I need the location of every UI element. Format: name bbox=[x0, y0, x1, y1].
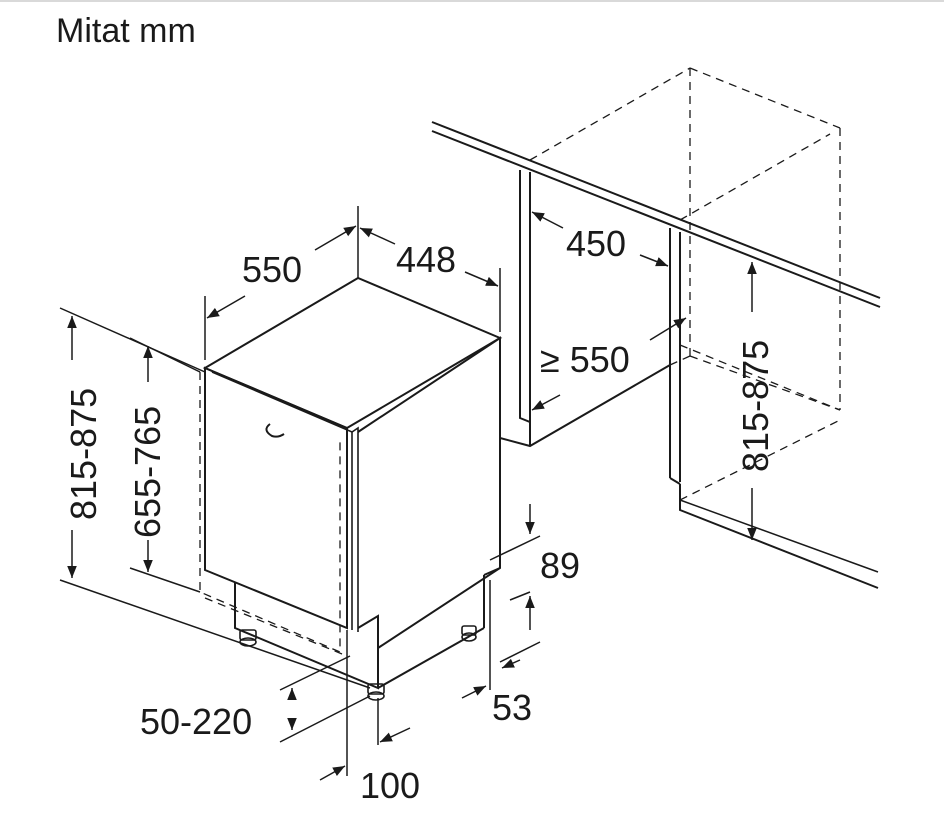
label-door-offset: 100 bbox=[360, 765, 420, 806]
dimension-lines bbox=[59, 206, 757, 781]
dishwasher bbox=[199, 276, 503, 701]
left-cabinet-panel bbox=[519, 170, 531, 424]
hidden-edges bbox=[529, 67, 841, 501]
countertop-top-edge bbox=[431, 121, 881, 299]
label-cabinet-depth-min: ≥ 550 bbox=[540, 339, 630, 380]
countertop-bottom-edge bbox=[431, 130, 881, 308]
door-handle bbox=[265, 423, 285, 438]
dimension-labels: 550 448 815-875 655-765 50-220 100 89 53… bbox=[63, 223, 776, 806]
label-plinth-height: 89 bbox=[540, 545, 580, 586]
label-appliance-width: 448 bbox=[396, 239, 456, 280]
right-plinth bbox=[679, 484, 879, 589]
diagram-title: Mitat mm bbox=[56, 12, 196, 50]
dishwasher-door bbox=[204, 366, 348, 630]
label-height-door: 655-765 bbox=[127, 406, 168, 538]
label-plinth-depth: 53 bbox=[492, 687, 532, 728]
label-plinth-gap: 50-220 bbox=[140, 701, 252, 742]
dishwasher-top bbox=[202, 276, 503, 430]
adjustable-feet bbox=[239, 625, 477, 701]
cabinet-niche bbox=[431, 67, 881, 589]
label-niche-width: 450 bbox=[566, 223, 626, 264]
label-height-total: 815-875 bbox=[63, 388, 104, 520]
label-appliance-depth: 550 bbox=[242, 249, 302, 290]
label-niche-height: 815-875 bbox=[735, 340, 776, 472]
top-divider bbox=[0, 0, 944, 2]
